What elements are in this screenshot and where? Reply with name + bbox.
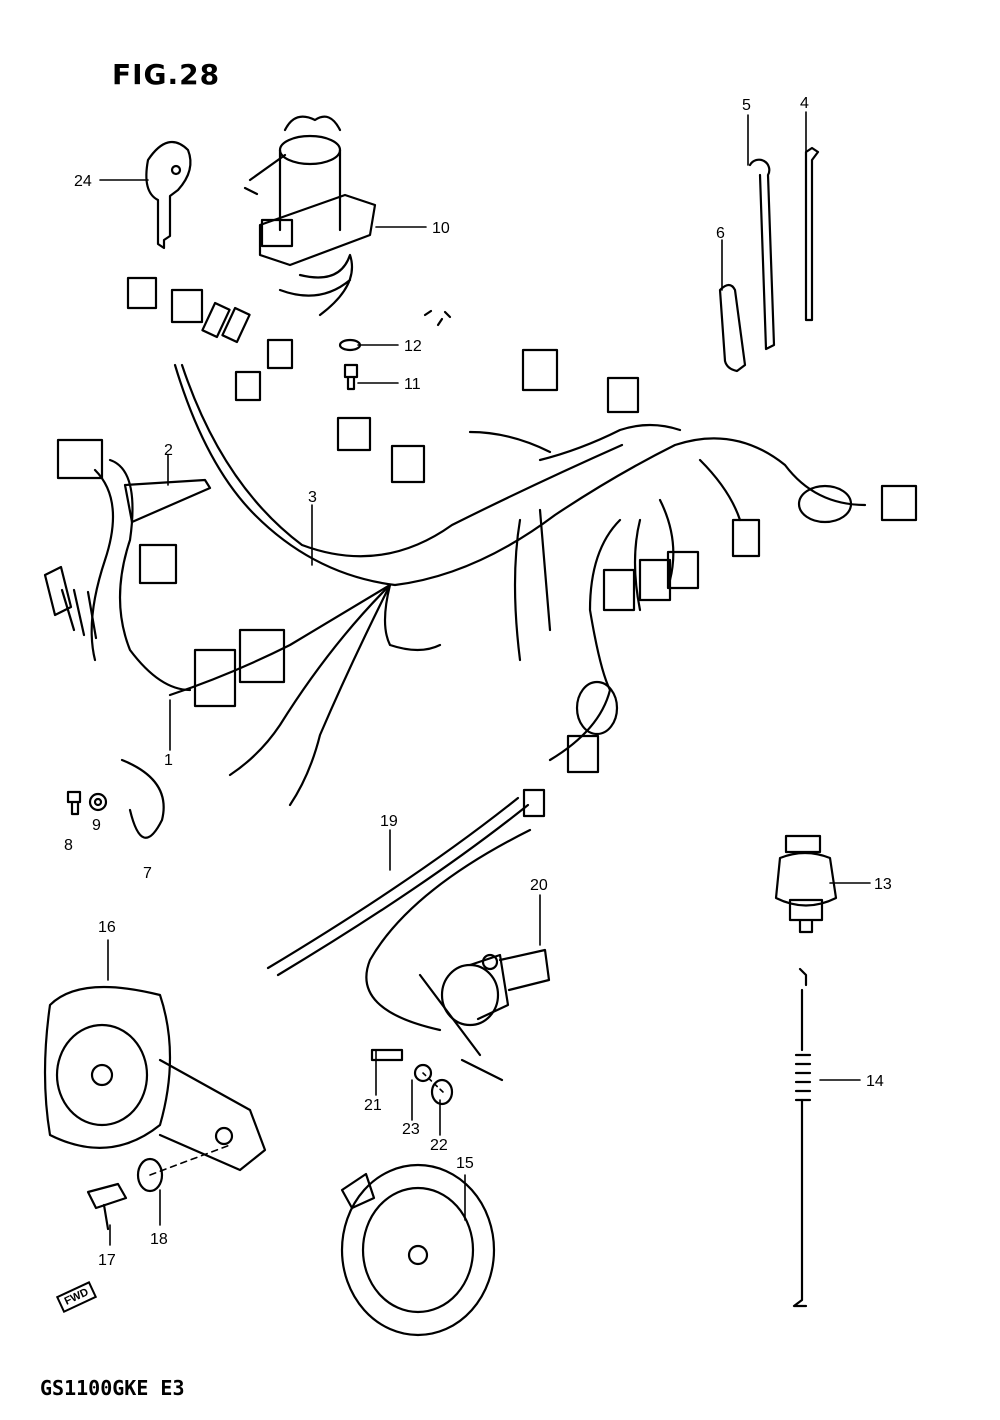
callout-12: 12 [404, 338, 422, 355]
callout-6: 6 [716, 225, 725, 242]
callout-11: 11 [404, 376, 421, 393]
brake-switch-spring [792, 967, 812, 1308]
callout-4: 4 [800, 95, 809, 112]
callout-17: 17 [98, 1252, 116, 1269]
callout-13: 13 [874, 876, 892, 893]
callout-1: 1 [164, 752, 173, 769]
callout-labels: 24 10 12 11 2 3 1 5 4 6 8 9 7 13 14 16 1… [64, 95, 892, 1269]
callout-5: 5 [742, 97, 751, 114]
callout-18: 18 [150, 1231, 168, 1248]
callout-23: 23 [402, 1121, 420, 1138]
callout-24: 24 [74, 173, 92, 190]
callout-2: 2 [164, 442, 173, 459]
callout-14: 14 [866, 1073, 884, 1090]
callout-22: 22 [430, 1137, 448, 1154]
callout-10: 10 [432, 220, 450, 237]
ignition-switch [243, 115, 377, 317]
callout-19: 19 [380, 813, 398, 830]
main-wiring-harness [126, 276, 918, 818]
bolt-and-washer [338, 309, 452, 391]
callout-16: 16 [98, 919, 116, 936]
model-code: GS1100GKE E3 [40, 1376, 185, 1400]
callout-7: 7 [143, 865, 152, 882]
oil-pressure-switch [774, 834, 838, 934]
horn-right [340, 1163, 496, 1337]
callout-8: 8 [64, 837, 73, 854]
ground-lead [66, 758, 165, 839]
leader-lines [99, 111, 871, 1246]
fig-title: FIG.28 [112, 58, 221, 91]
horn-left [43, 985, 267, 1172]
callout-20: 20 [530, 877, 548, 894]
callout-15: 15 [456, 1155, 474, 1172]
neutral-switch [370, 948, 551, 1106]
callout-9: 9 [92, 817, 101, 834]
left-sub-harness [43, 438, 286, 708]
ignition-key [145, 140, 192, 250]
callout-3: 3 [308, 489, 317, 506]
callout-21: 21 [364, 1097, 382, 1114]
lead-wire [266, 796, 532, 1032]
horn-bolt-and-washer [86, 1157, 164, 1231]
harness-clamps [718, 146, 820, 373]
